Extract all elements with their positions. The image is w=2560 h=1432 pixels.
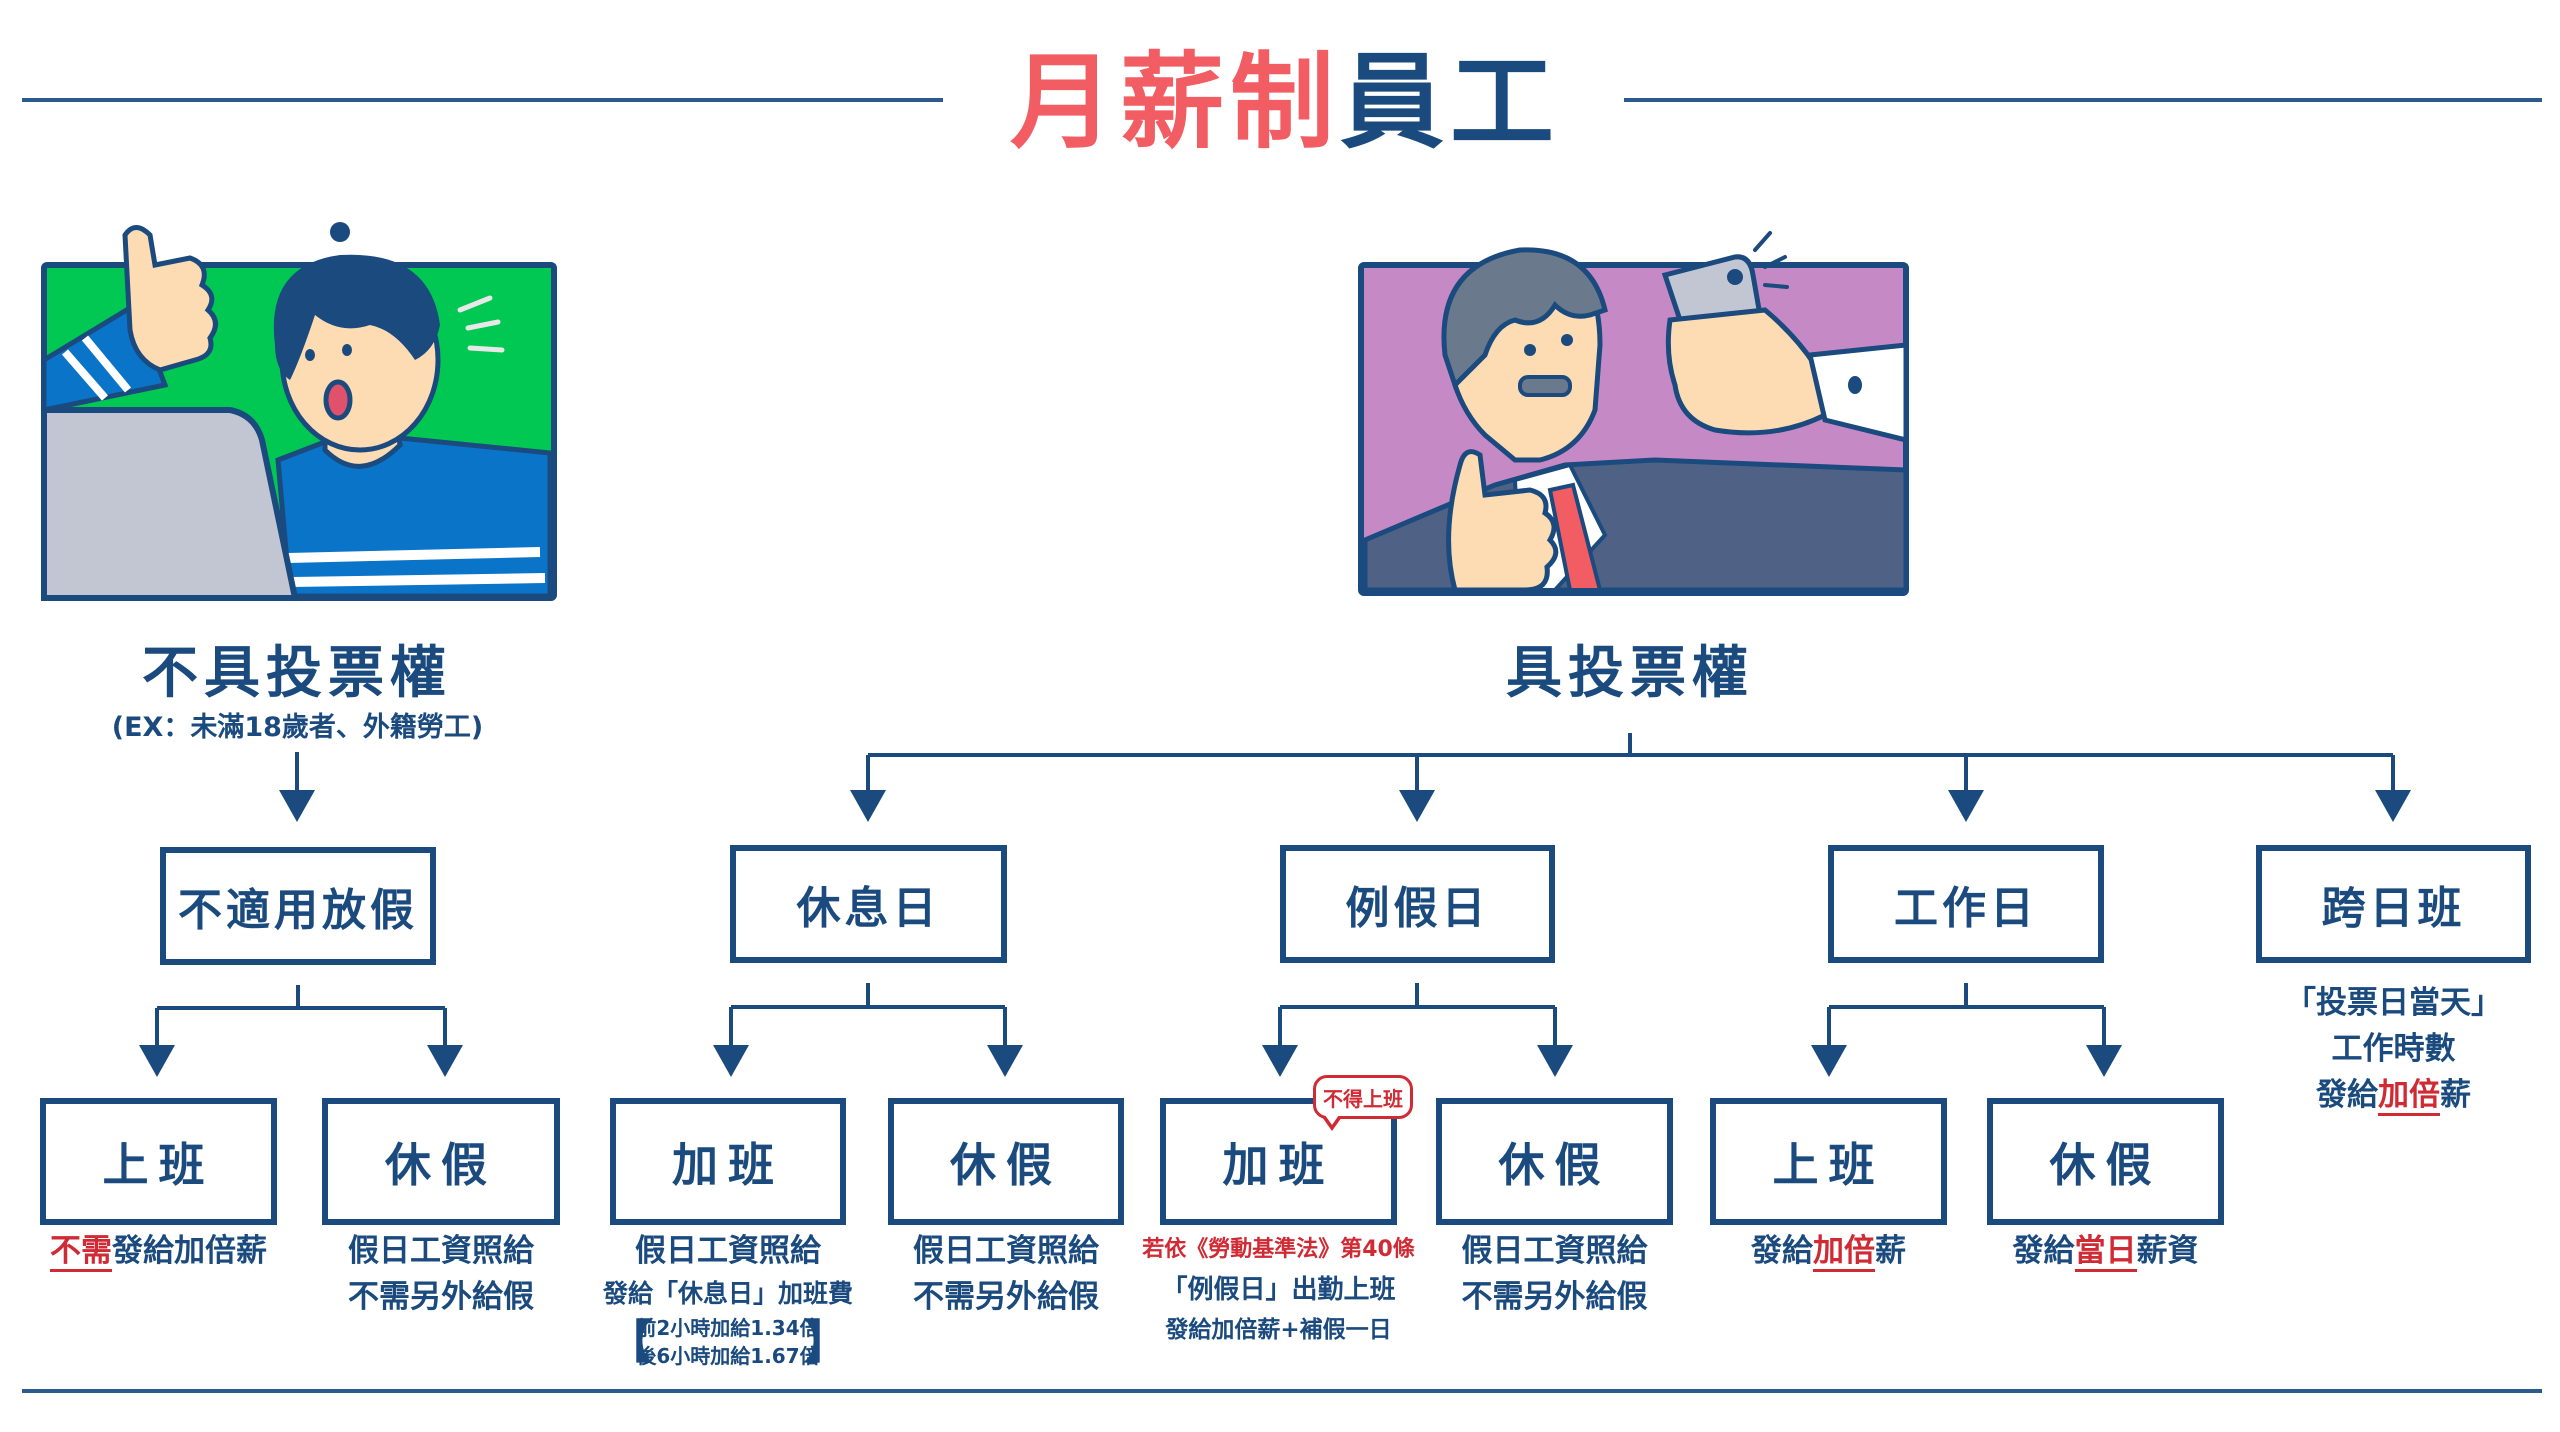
footer-rule (22, 1389, 2542, 1393)
note-highlight: 當日 (2074, 1233, 2137, 1272)
title-employee: 員工 (1340, 41, 1561, 163)
no-voting-right-heading: 不具投票權 (142, 641, 452, 706)
note-overtime-rest-day: 假日工資照給 發給「休息日」加班費 【 前2小時加給1.34倍 後6小時加給1.… (602, 1233, 853, 1369)
arrow-head (1399, 790, 1435, 822)
businessman-selfie-thumbs-up-illustration (1358, 231, 1909, 596)
category-overnight-shift: 跨日班 (2256, 845, 2531, 963)
note-leave-workday: 發給當日薪資 (1967, 1228, 2244, 1274)
arrow-head (1948, 790, 1984, 822)
voting-right-heading: 具投票權 (1506, 641, 1754, 706)
category-regular-day-off: 例假日 (1280, 845, 1555, 963)
page-title: 月薪制員工 (960, 42, 1610, 162)
arrow-head (850, 790, 886, 822)
note-highlight: 加倍 (1813, 1233, 1875, 1272)
note-leave-regular-day-off: 假日工資照給 不需另外給假 (1461, 1233, 1648, 1315)
leaf-leave-regular-day-off: 休假 (1436, 1098, 1673, 1225)
leaf-overtime-regular-day-off: 加班 (1160, 1098, 1397, 1225)
note-leave-rest-day: 假日工資照給 不需另外給假 (913, 1233, 1099, 1315)
arrow-head (1262, 1045, 1298, 1077)
leaf-leave-workday: 休假 (1987, 1098, 2224, 1225)
leaf-leave-no-vote: 休假 (322, 1098, 560, 1225)
badge-tail-inner (1325, 1115, 1339, 1125)
leaf-work-no-vote: 上班 (40, 1098, 277, 1225)
header-rule-right (1624, 98, 2542, 102)
not-allowed-badge: 不得上班 (1313, 1075, 1413, 1119)
category-not-applicable: 不適用放假 (160, 847, 436, 965)
note-overnight-shift: 「投票日當天」 工作時數 發給加倍薪 (2250, 980, 2537, 1118)
overtime-rate-detail: 【 前2小時加給1.34倍 後6小時加給1.67倍 】 (606, 1315, 850, 1369)
title-monthly-salary: 月薪制 (1009, 41, 1340, 163)
arrow-head (987, 1045, 1023, 1077)
leaf-leave-rest-day: 休假 (888, 1098, 1124, 1225)
arrow-head (713, 1045, 749, 1077)
arrow-head (2375, 790, 2411, 822)
arrow-head (279, 790, 315, 822)
arrow-head (427, 1045, 463, 1077)
note-highlight: 加倍 (2378, 1077, 2440, 1116)
note-highlight: 不需 (50, 1233, 112, 1272)
note-leave-no-vote: 假日工資照給 不需另外給假 (348, 1233, 534, 1315)
arrow-head (1537, 1045, 1573, 1077)
note-overtime-regular-day-off: 若依《勞動基準法》第40條 「例假日」出勤上班 發給加倍薪+補假一日 (1142, 1237, 1415, 1343)
category-workday: 工作日 (1828, 845, 2104, 963)
leaf-overtime-rest-day: 加班 (610, 1098, 846, 1225)
leaf-work-workday: 上班 (1710, 1098, 1947, 1225)
header-rule-left (22, 98, 943, 102)
arrow-head (2086, 1045, 2122, 1077)
no-voting-right-subtitle: (EX：未滿18歲者、外籍勞工) (111, 712, 484, 743)
surprised-man-laptop-illustration (41, 222, 557, 601)
arrow-head (139, 1045, 175, 1077)
arrow-head (1811, 1045, 1847, 1077)
note-work-no-vote: 不需發給加倍薪 (20, 1228, 297, 1274)
note-work-workday: 發給加倍薪 (1690, 1228, 1967, 1274)
category-rest-day: 休息日 (730, 845, 1007, 963)
